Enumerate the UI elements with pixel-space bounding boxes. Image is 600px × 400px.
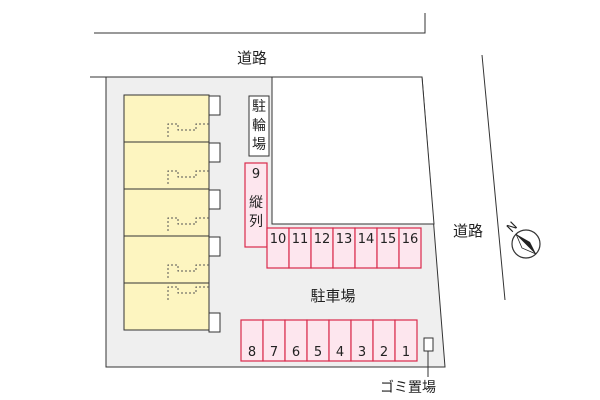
- parking-space-16: 16: [402, 232, 419, 247]
- parking-space-2: 2: [380, 345, 388, 360]
- north-arrow-icon: N: [504, 219, 541, 259]
- garbage-station: [423, 337, 434, 352]
- road-edge-right: [481, 54, 506, 301]
- parking-space-3: 3: [358, 345, 366, 360]
- tandem-label-2: 列: [249, 214, 263, 230]
- road-label-right: 道路: [453, 222, 483, 240]
- bicycle-parking-label-2: 輪: [252, 117, 266, 134]
- parking-space-6: 6: [292, 345, 300, 360]
- parking-space-15: 15: [380, 232, 397, 247]
- parking-space-11: 11: [292, 232, 309, 247]
- apartment-building: [123, 94, 221, 333]
- parking-row-upper: 10 11 12 13 14 15 16: [266, 227, 422, 269]
- parking-area-label: 駐車場: [310, 287, 355, 305]
- road-edge-top: [94, 13, 426, 34]
- garbage-label: ゴミ置場: [380, 379, 436, 396]
- parking-space-5: 5: [314, 345, 322, 360]
- bicycle-parking: [248, 95, 270, 157]
- adjacent-plot: [271, 76, 435, 225]
- parking-space-8: 8: [248, 345, 256, 360]
- parking-space-9-number: 9: [252, 167, 260, 182]
- parking-row-bottom: 8 7 6 5 4 3 2 1: [240, 319, 418, 362]
- parking-space-9: [244, 162, 268, 248]
- parking-space-7: 7: [270, 345, 278, 360]
- parking-space-12: 12: [314, 232, 331, 247]
- parking-space-1: 1: [402, 345, 410, 360]
- bicycle-parking-label-1: 駐: [252, 99, 266, 115]
- bicycle-parking-label-3: 場: [252, 137, 266, 153]
- road-label-top: 道路: [237, 49, 267, 67]
- parking-space-14: 14: [358, 232, 375, 247]
- parking-space-13: 13: [336, 232, 353, 247]
- tandem-label-1: 縦: [249, 195, 263, 211]
- parking-space-4: 4: [336, 345, 344, 360]
- parking-space-10: 10: [270, 232, 287, 247]
